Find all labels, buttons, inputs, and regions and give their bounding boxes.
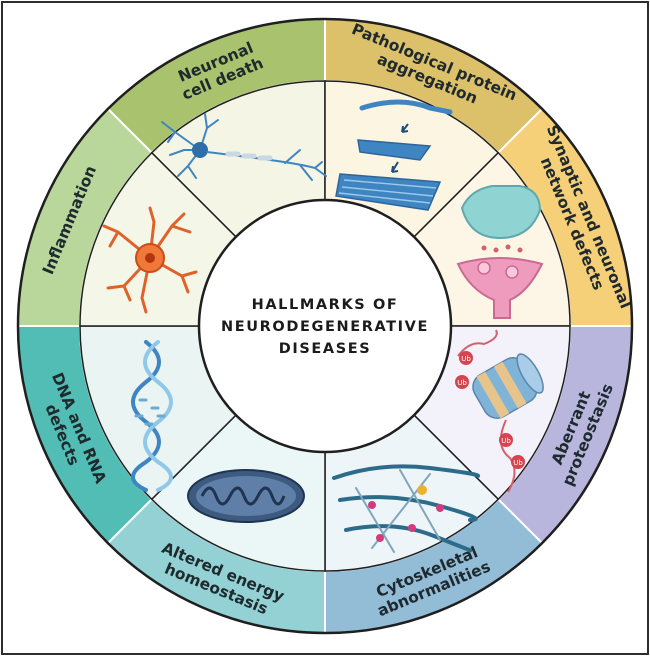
outer-ring — [16, 17, 634, 635]
center-disc — [197, 198, 453, 454]
synapse-icon — [456, 185, 544, 319]
protein-aggregation-icon — [335, 99, 453, 211]
dna-icon — [131, 340, 173, 492]
mitochondrion-icon — [187, 469, 305, 523]
outer-boundary — [16, 17, 634, 635]
center-title-line-1: HALLMARKS OF — [252, 297, 399, 313]
neuron-icon — [161, 113, 327, 181]
ubiquitin-tag: Ub — [513, 459, 523, 467]
ubiquitin-tag: Ub — [457, 379, 467, 387]
microglia-icon — [102, 206, 198, 314]
proteasome-icon: Ub Ub Ub Ub — [455, 329, 544, 493]
cytoskeleton-icon — [332, 464, 481, 553]
ubiquitin-tag: Ub — [501, 437, 511, 445]
center-title-line-2: NEURODEGENERATIVE — [221, 319, 429, 335]
center-title-line-3: DISEASES — [279, 341, 372, 357]
ubiquitin-tag: Ub — [461, 355, 471, 363]
